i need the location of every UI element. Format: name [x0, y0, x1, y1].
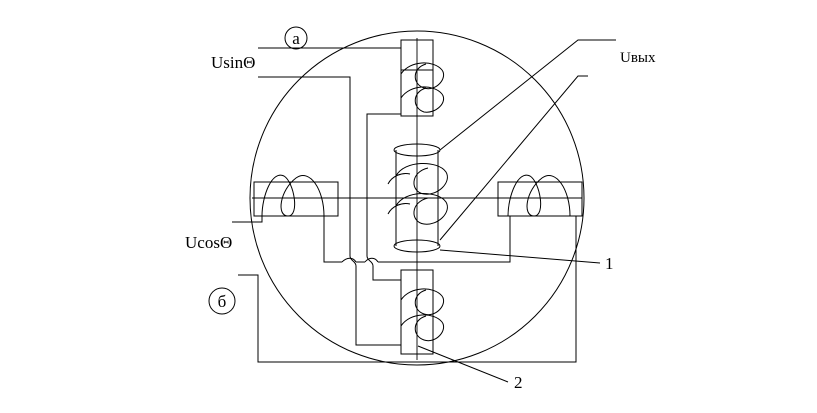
- left-stator-winding: [253, 174, 339, 217]
- pointer-2: [417, 345, 509, 383]
- lead-usin: [258, 76, 351, 256]
- top-stator-winding: [400, 39, 444, 117]
- lead-ucos: [232, 216, 263, 223]
- label-usin: UsinΘ: [211, 53, 255, 72]
- stator-circle: [249, 30, 585, 366]
- lead-uvyh-2: [439, 75, 588, 241]
- inner-return-top: [366, 113, 401, 256]
- bottom-stator-winding: [400, 269, 444, 355]
- label-a: а: [292, 29, 300, 48]
- label-1: 1: [605, 254, 614, 273]
- label-2: 2: [514, 373, 523, 392]
- label-b: б: [218, 292, 227, 311]
- right-stator-winding: [497, 174, 583, 217]
- lead-uvyh-1: [439, 39, 616, 151]
- label-uvyh: Uвых: [620, 50, 656, 66]
- lead-b: [238, 215, 577, 363]
- pointer-1: [439, 249, 601, 264]
- label-b-circle: [208, 287, 236, 315]
- label-ucos: UcosΘ: [185, 233, 232, 252]
- label-a-circle: [284, 26, 308, 50]
- rotor-winding: [387, 143, 448, 253]
